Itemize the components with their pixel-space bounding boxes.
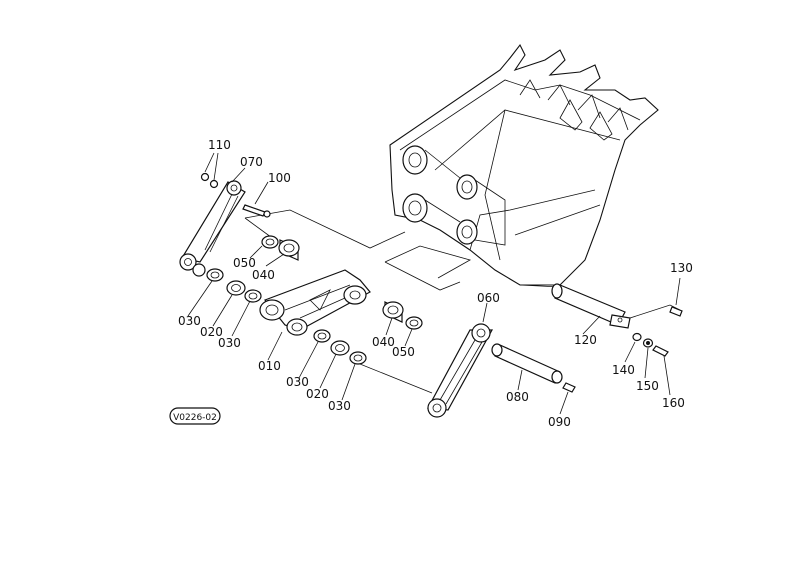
- bolt-130: [669, 306, 683, 317]
- label-080: 080: [506, 390, 529, 404]
- bushing-040-lower: [382, 301, 404, 323]
- callout-leaders: [187, 152, 681, 415]
- label-010: 010: [258, 359, 281, 373]
- label-130: 130: [670, 261, 693, 275]
- bolt-160: [652, 345, 669, 357]
- bushing-040-upper: [278, 239, 300, 261]
- label-110: 110: [208, 138, 231, 152]
- rings-left-upper: [206, 268, 262, 303]
- washer-140: [632, 332, 642, 342]
- label-050-lower: 050: [392, 345, 415, 359]
- label-140: 140: [612, 363, 635, 377]
- bushing-050-upper: [261, 235, 279, 249]
- reference-code-badge: V0226-02: [169, 407, 221, 425]
- nut-150: [642, 338, 654, 348]
- label-030-b: 030: [218, 336, 241, 350]
- label-070: 070: [240, 155, 263, 169]
- label-030-d: 030: [328, 399, 351, 413]
- label-120: 120: [574, 333, 597, 347]
- bushing-050-lower: [405, 316, 423, 330]
- reference-code-text: V0226-02: [173, 413, 217, 423]
- label-030-c: 030: [286, 375, 309, 389]
- label-030-a: 030: [178, 314, 201, 328]
- left-link-070: [179, 180, 246, 277]
- label-050-upper: 050: [233, 256, 256, 270]
- label-040-lower: 040: [372, 335, 395, 349]
- label-060: 060: [477, 291, 500, 305]
- label-160: 160: [662, 396, 685, 410]
- rings-lower: [313, 329, 367, 365]
- label-090: 090: [548, 415, 571, 429]
- bolt-100: [242, 204, 271, 218]
- pin-120: [551, 283, 631, 329]
- part-number-labels: 110 070 100 050 040 030 020 030 010 030 …: [178, 138, 693, 429]
- label-040-upper: 040: [252, 268, 275, 282]
- right-link-060: [427, 323, 494, 418]
- label-020-a: 020: [200, 325, 223, 339]
- label-150: 150: [636, 379, 659, 393]
- label-020-b: 020: [306, 387, 329, 401]
- main-link-010: [259, 269, 371, 336]
- bolt-090: [562, 382, 576, 393]
- label-100: 100: [268, 171, 291, 185]
- bolt-110: [200, 172, 219, 189]
- bucket-drawing: [389, 43, 659, 286]
- pin-080: [491, 343, 563, 384]
